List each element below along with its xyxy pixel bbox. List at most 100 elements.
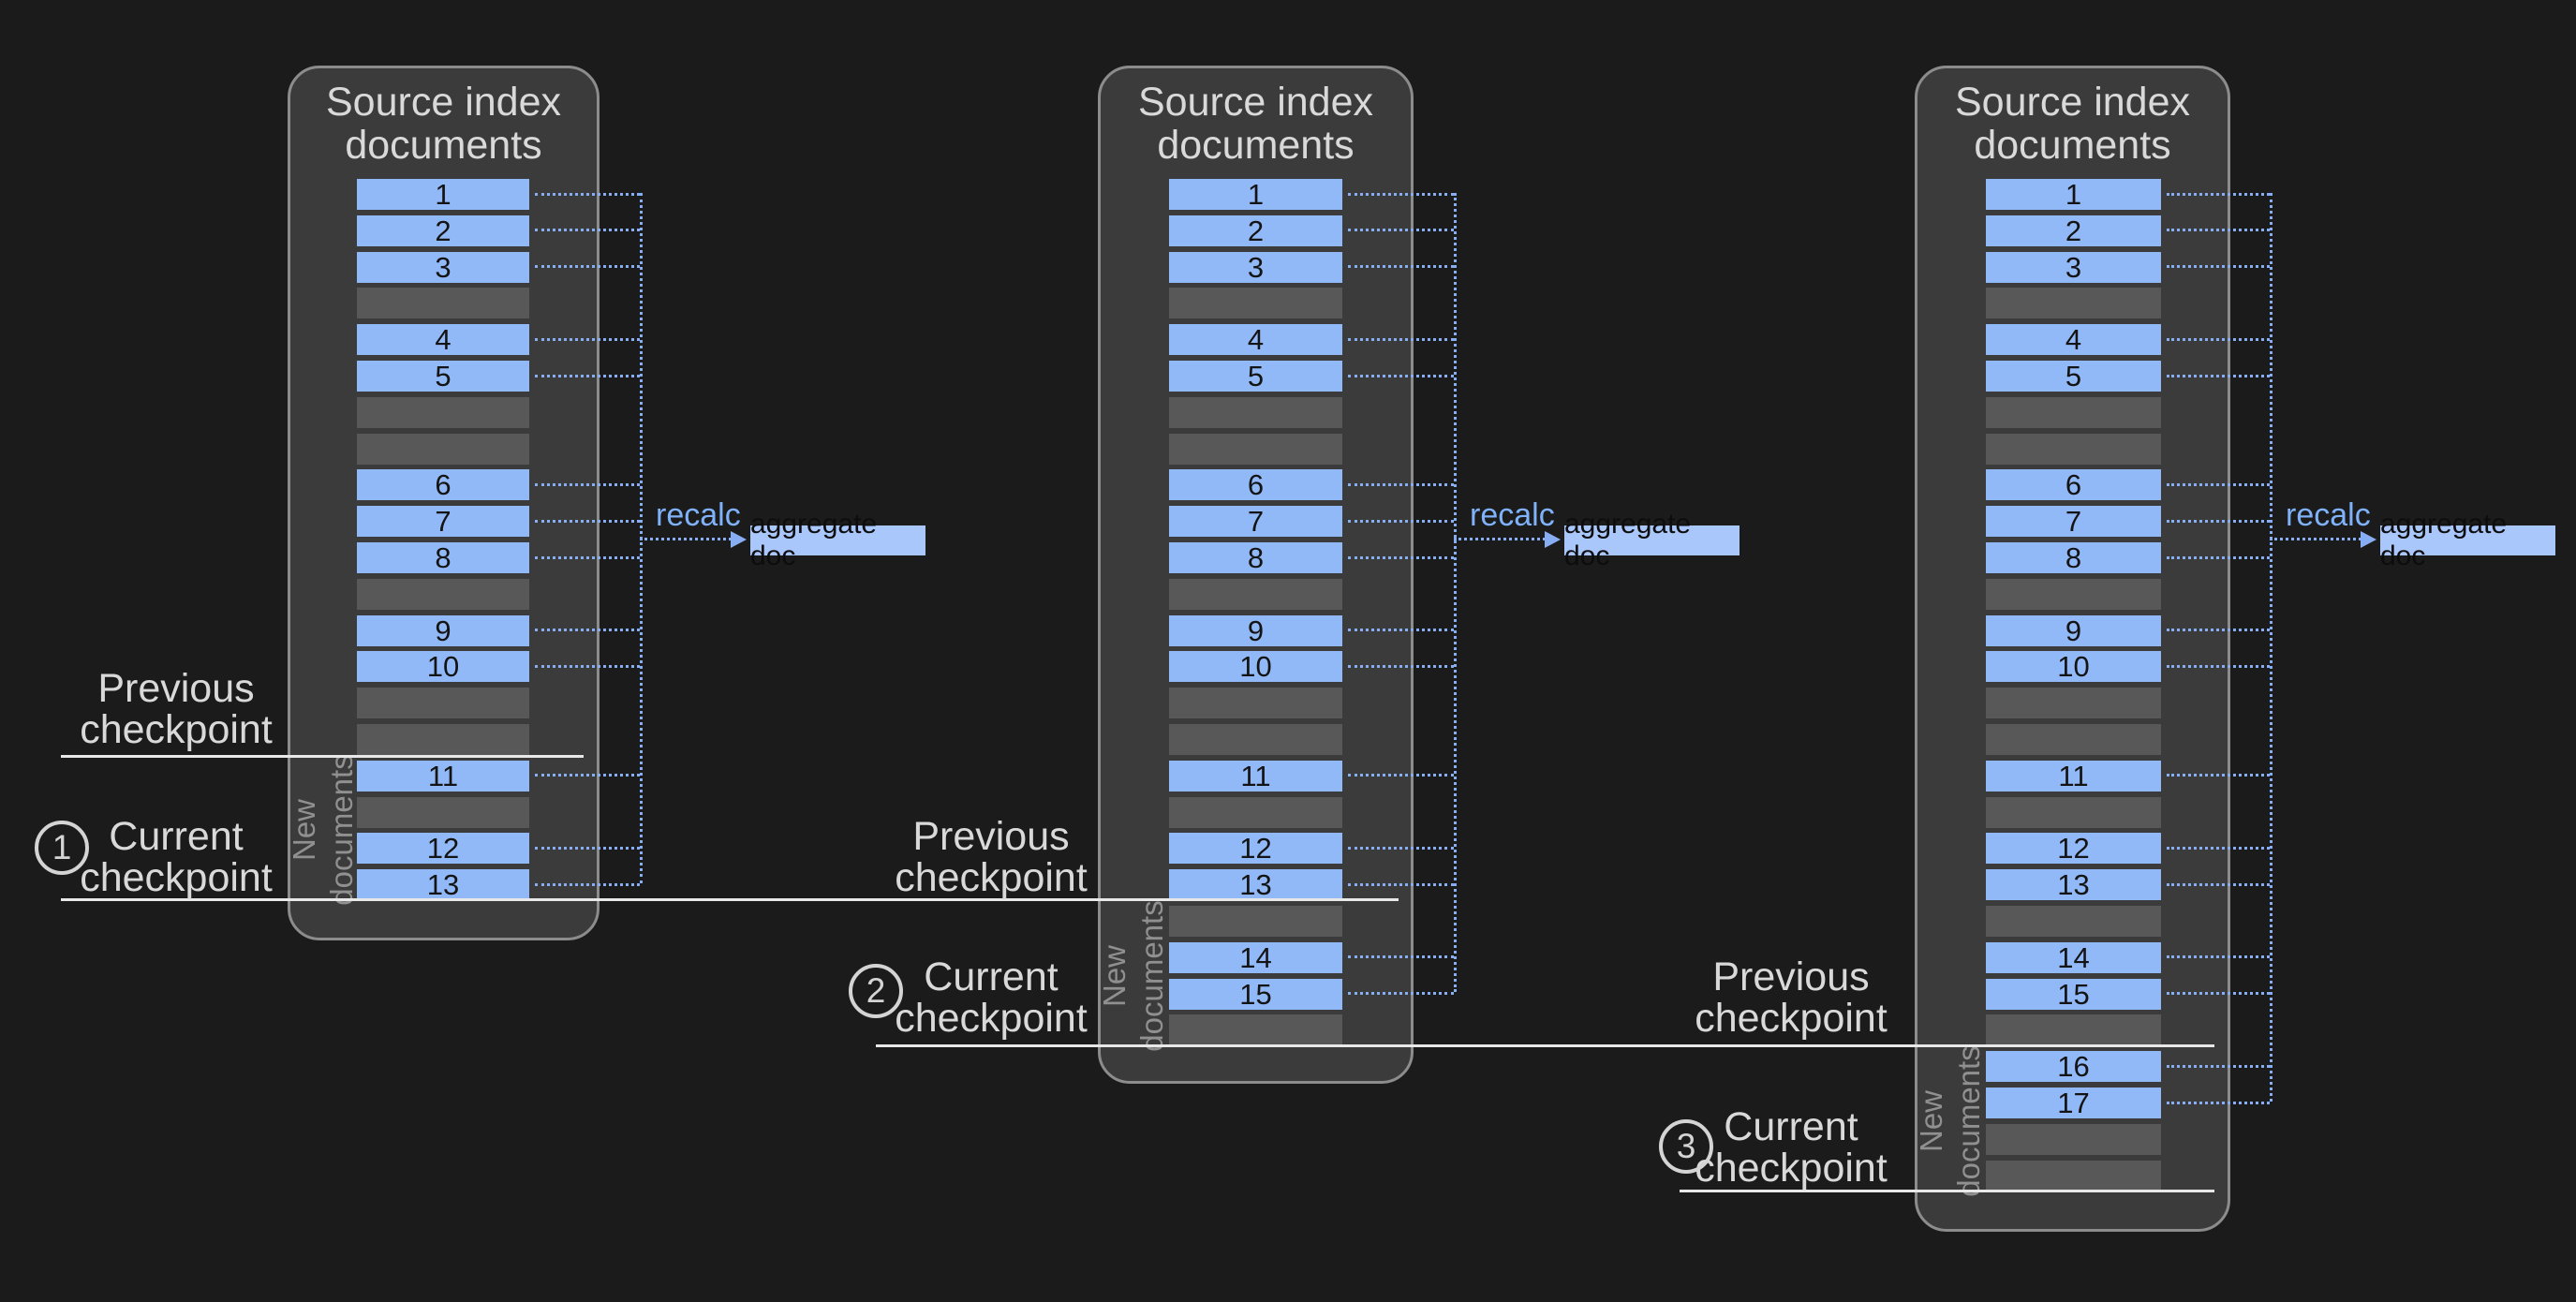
checkpoint-label-line: checkpoint <box>1695 1146 1888 1191</box>
document-connector-line <box>2167 519 2270 523</box>
panel-title-line: documents <box>1157 123 1355 168</box>
document-bar: 11 <box>357 760 529 792</box>
document-connector-line <box>2167 192 2270 196</box>
document-bar: 5 <box>1169 361 1342 392</box>
document-bar: 10 <box>357 651 529 683</box>
document-bar: 15 <box>1986 978 2161 1010</box>
document-connector-line <box>2167 992 2270 996</box>
document-connector-line <box>1348 374 1454 377</box>
checkpoint-label-line: checkpoint <box>80 707 273 752</box>
document-bar: 9 <box>1986 614 2161 646</box>
empty-slot-bar <box>1169 288 1342 319</box>
document-connector-line <box>1348 555 1454 559</box>
document-bar: 10 <box>1169 651 1342 683</box>
document-bar: 4 <box>357 324 529 356</box>
document-connector-line <box>2167 629 2270 632</box>
step-number-circle: 3 <box>1659 1119 1713 1174</box>
document-bar: 6 <box>357 469 529 501</box>
panel-title-line: Source index <box>326 80 561 125</box>
checkpoint-line <box>61 898 1399 901</box>
document-connector-line <box>2167 846 2270 850</box>
checkpoint-label-line: Previous <box>912 814 1070 859</box>
aggregate-doc-box: aggregate doc <box>1564 509 1740 571</box>
panel-title-line: Source index <box>1955 80 2190 125</box>
empty-slot-bar <box>357 578 529 610</box>
document-bar: 13 <box>357 869 529 901</box>
document-connector-line <box>535 846 640 850</box>
empty-slot-bar <box>1986 906 2161 937</box>
empty-slot-bar <box>357 433 529 465</box>
document-bar: 17 <box>1986 1087 2161 1118</box>
document-connector-line <box>535 555 640 559</box>
document-connector-line <box>535 192 640 196</box>
panel-title-line: Source index <box>1138 80 1373 125</box>
empty-slot-bar <box>357 396 529 428</box>
document-bar: 9 <box>357 614 529 646</box>
checkpoint-label-line: Current <box>1724 1104 1858 1149</box>
document-connector-line <box>535 229 640 232</box>
empty-slot-bar <box>1169 433 1342 465</box>
document-bar: 11 <box>1986 760 2161 792</box>
recalc-label: recalc <box>2286 497 2371 533</box>
document-bar: 7 <box>357 506 529 538</box>
checkpoint-label-line: checkpoint <box>895 996 1088 1041</box>
empty-slot-bar <box>1169 1014 1342 1046</box>
aggregate-doc-box: aggregate doc <box>2380 509 2555 571</box>
document-bar: 3 <box>1986 251 2161 283</box>
document-bar: 7 <box>1986 506 2161 538</box>
document-bar: 14 <box>1169 941 1342 973</box>
document-bar: 5 <box>357 361 529 392</box>
document-connector-line <box>1348 774 1454 777</box>
checkpoint-label-line: checkpoint <box>895 855 1088 900</box>
document-bar: 10 <box>1986 651 2161 683</box>
empty-slot-bar <box>1169 578 1342 610</box>
document-bar: 4 <box>1986 324 2161 356</box>
document-connector-line <box>2167 1064 2270 1068</box>
document-connector-line <box>535 664 640 668</box>
empty-slot-bar <box>1986 1014 2161 1046</box>
document-connector-line <box>1348 882 1454 886</box>
document-bar: 8 <box>357 542 529 573</box>
empty-slot-bar <box>1986 396 2161 428</box>
document-connector-line <box>1348 629 1454 632</box>
document-connector-line <box>2167 955 2270 959</box>
empty-slot-bar <box>1169 688 1342 719</box>
document-bar: 5 <box>1986 361 2161 392</box>
recalc-label: recalc <box>656 497 741 533</box>
document-connector-line <box>535 519 640 523</box>
document-connector-line <box>535 374 640 377</box>
document-connector-line <box>1348 337 1454 341</box>
document-connector-line <box>1348 229 1454 232</box>
document-connector-line <box>1348 192 1454 196</box>
document-bar: 6 <box>1169 469 1342 501</box>
document-connector-line <box>1348 846 1454 850</box>
document-bar: 16 <box>1986 1051 2161 1083</box>
empty-slot-bar <box>1986 433 2161 465</box>
document-bar: 11 <box>1169 760 1342 792</box>
empty-slot-bar <box>1169 396 1342 428</box>
checkpoint-label-line: checkpoint <box>1695 996 1888 1041</box>
panel-title-line: documents <box>345 123 542 168</box>
document-bar: 15 <box>1169 978 1342 1010</box>
document-bar: 12 <box>1169 833 1342 865</box>
document-bar: 8 <box>1986 542 2161 573</box>
checkpoint-line <box>61 755 584 758</box>
recalc-arrowhead-icon <box>1545 531 1561 548</box>
document-bar: 12 <box>357 833 529 865</box>
document-connector-line <box>2167 482 2270 486</box>
checkpoint-line <box>876 1044 2214 1047</box>
document-connector-line <box>535 337 640 341</box>
document-connector-line <box>2167 664 2270 668</box>
empty-slot-bar <box>357 688 529 719</box>
document-bar: 14 <box>1986 941 2161 973</box>
empty-slot-bar <box>1169 796 1342 828</box>
empty-slot-bar <box>1986 724 2161 755</box>
empty-slot-bar <box>1986 1160 2161 1191</box>
